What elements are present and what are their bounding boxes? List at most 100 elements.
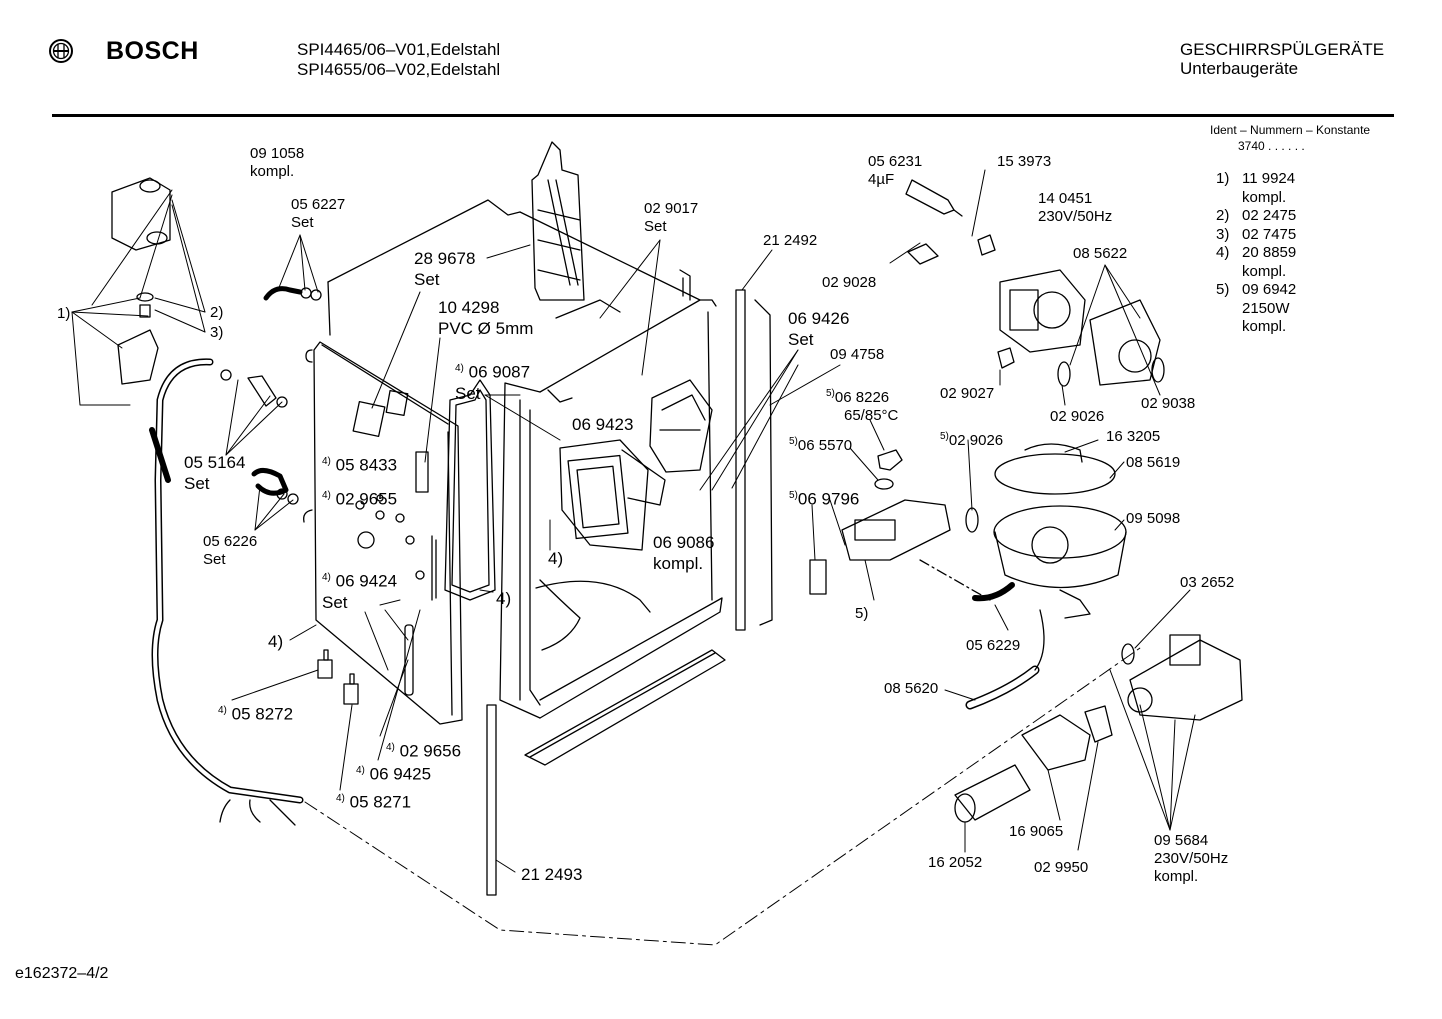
part-label-029656: 4) 02 9656	[386, 741, 462, 761]
ref-marker-4a: 4)	[548, 549, 564, 568]
part-label-058271: 4) 05 8271	[336, 792, 412, 812]
legend-row: kompl.	[1216, 263, 1296, 282]
legend-key	[1216, 318, 1242, 337]
legend-value: 02 7475	[1242, 225, 1297, 243]
legend-row: 1) 11 9924	[1216, 170, 1296, 189]
dash-dot-path	[304, 647, 1141, 946]
door-panel	[303, 341, 463, 725]
legend-key	[1216, 300, 1242, 319]
ref-marker-4b: 4)	[496, 589, 512, 608]
part-label-163205: 16 3205	[1106, 428, 1161, 445]
part-label-056229: 05 6229	[966, 637, 1021, 654]
legend-row: 2) 02 2475	[1216, 207, 1296, 226]
bushing-029027	[997, 347, 1015, 369]
ident-value: 3740 . . . . . .	[1238, 139, 1305, 153]
aquastop-box	[111, 177, 171, 251]
part-label-069423: 06 9423	[572, 415, 634, 434]
vent-cover	[649, 379, 713, 473]
legend-value: kompl.	[1242, 262, 1287, 280]
part-label-069425: 4) 06 9425	[356, 764, 432, 784]
legend-value: kompl.	[1242, 188, 1287, 206]
door-switches	[317, 649, 359, 705]
inlet-valve	[1121, 634, 1243, 721]
legend-key: 2)	[1216, 207, 1230, 224]
ref-marker-3: 3)	[210, 324, 224, 341]
ref-marker-2: 2)	[210, 304, 224, 321]
legend-key: 5)	[1216, 281, 1230, 298]
brand-name: BOSCH	[106, 37, 199, 65]
legend-key: 1)	[1216, 170, 1230, 187]
hose-fittings	[220, 286, 322, 505]
part-label-212492: 21 2492	[763, 232, 818, 249]
top-brace	[531, 141, 585, 301]
legend-value: kompl.	[1242, 318, 1287, 335]
inlet-hose	[149, 358, 304, 826]
leader-lines	[71, 169, 1196, 873]
door-gasket	[444, 379, 496, 601]
part-label-029038: 02 9038	[1141, 395, 1196, 412]
ref-marker-5: 5)	[855, 605, 869, 622]
legend-value: 11 9924	[1242, 170, 1296, 187]
part-label-162052: 16 2052	[928, 854, 983, 871]
part-label-094758: 09 4758	[830, 346, 885, 363]
base-plate	[524, 649, 726, 766]
legend-value: 02 2475	[1242, 207, 1297, 224]
legend-row: 4)20 8859	[1216, 244, 1296, 263]
legend-row: 2150W	[1216, 300, 1296, 319]
sump-assembly	[965, 443, 1127, 619]
header-rule	[52, 114, 1394, 117]
capacitor	[905, 179, 963, 217]
dispenser-module	[559, 439, 666, 551]
legend-key: 3)	[1216, 225, 1230, 243]
small-cylinder-153973	[977, 234, 996, 256]
legend: 1)11 9924 kompl. 2)02 2475 3)02 7475 4)2…	[1216, 170, 1296, 337]
legend-key	[1216, 189, 1242, 208]
part-label-032652: 03 2652	[1180, 574, 1235, 591]
side-rail-right	[735, 289, 773, 631]
part-label-065570: 5)06 5570	[789, 436, 853, 454]
clip-029028	[907, 243, 939, 265]
legend-value: 09 6942	[1242, 281, 1297, 298]
pump-085622	[1057, 299, 1165, 387]
part-label-029026b: 5)02 9026	[940, 431, 1004, 449]
part-label-085620: 08 5620	[884, 680, 939, 697]
part-label-069796: 5)06 9796	[789, 489, 860, 509]
category-subtitle: Unterbaugeräte	[1180, 59, 1299, 78]
part-label-029950: 02 9950	[1034, 859, 1089, 876]
part-label-169065: 16 9065	[1009, 823, 1064, 840]
ref-marker-1: 1)	[57, 305, 71, 322]
motor-140451	[999, 269, 1086, 353]
part-label-212493: 21 2493	[521, 865, 583, 884]
part-label-029655: 4) 02 9655	[322, 489, 398, 509]
part-label-029027: 02 9027	[940, 385, 995, 402]
legend-row: kompl.	[1216, 189, 1296, 208]
document-id: e162372–4/2	[15, 965, 109, 982]
legend-row: 3) 02 7475	[1216, 226, 1296, 245]
heater-module	[809, 449, 1015, 602]
legend-value: 2150W	[1242, 299, 1290, 317]
ref-marker-4c: 4)	[268, 632, 284, 651]
part-label-085622: 08 5622	[1073, 245, 1128, 262]
strip-212493	[486, 704, 497, 896]
part-label-153973: 15 3973	[997, 153, 1052, 170]
bosch-logo-icon	[49, 39, 73, 63]
category-title: GESCHIRRSPÜLGERÄTE	[1180, 40, 1385, 59]
legend-key	[1216, 263, 1242, 282]
part-label-095098: 09 5098	[1126, 510, 1181, 527]
part-label-029028: 02 9028	[822, 274, 877, 291]
legend-key: 4)	[1216, 244, 1230, 261]
ident-heading: Ident – Nummern – Konstante	[1210, 123, 1371, 137]
